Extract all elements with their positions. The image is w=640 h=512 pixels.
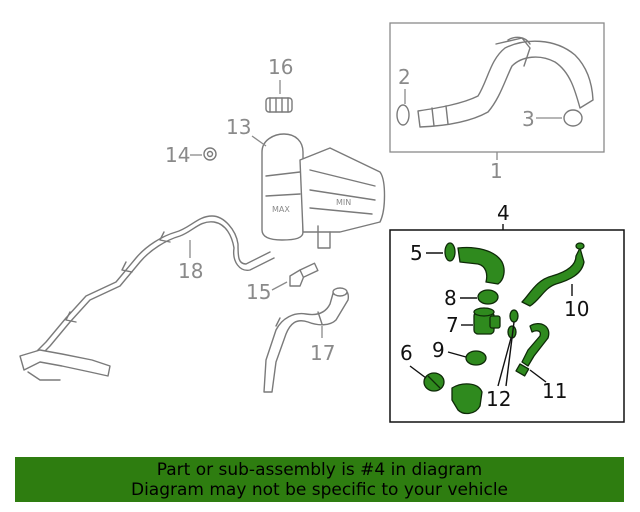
callout-10: 10 (564, 297, 589, 321)
notice-line-2: Diagram may not be specific to your vehi… (130, 480, 508, 500)
callout-3: 3 (522, 107, 535, 131)
callout-5: 5 (410, 241, 423, 265)
callout-16: 16 (268, 55, 293, 79)
upper-hose-drawing (396, 36, 594, 128)
reservoir-cap-drawing (265, 97, 293, 113)
callout-1: 1 (490, 159, 503, 183)
callout-15: 15 (246, 280, 271, 304)
callout-4: 4 (497, 201, 510, 225)
callout-13: 13 (226, 115, 251, 139)
callout-14: 14 (165, 143, 190, 167)
parts-diagram: 2 3 1 16 MAX MIN 13 14 18 15 (19, 22, 625, 423)
callout-11: 11 (542, 379, 567, 403)
callout-2: 2 (398, 65, 411, 89)
highlight-parts-drawing (423, 242, 585, 415)
coolant-reservoir-drawing: MAX MIN (261, 133, 386, 249)
svg-text:MAX: MAX (272, 205, 290, 214)
bolt-drawing (289, 262, 319, 287)
callout-18: 18 (178, 259, 203, 283)
callout-17: 17 (310, 341, 335, 365)
notice-line-1: Part or sub-assembly is #4 in diagram (156, 460, 483, 480)
callout-9: 9 (432, 338, 445, 362)
callout-12: 12 (486, 387, 511, 411)
notice-banner: Part or sub-assembly is #4 in diagram Di… (15, 457, 624, 502)
overflow-hose-drawing (19, 215, 275, 381)
lower-grey-hose-drawing (263, 287, 349, 393)
svg-text:MIN: MIN (336, 198, 351, 207)
callout-6: 6 (400, 341, 413, 365)
callout-8: 8 (444, 286, 457, 310)
clip-drawing (203, 147, 217, 161)
callout-7: 7 (446, 313, 459, 337)
